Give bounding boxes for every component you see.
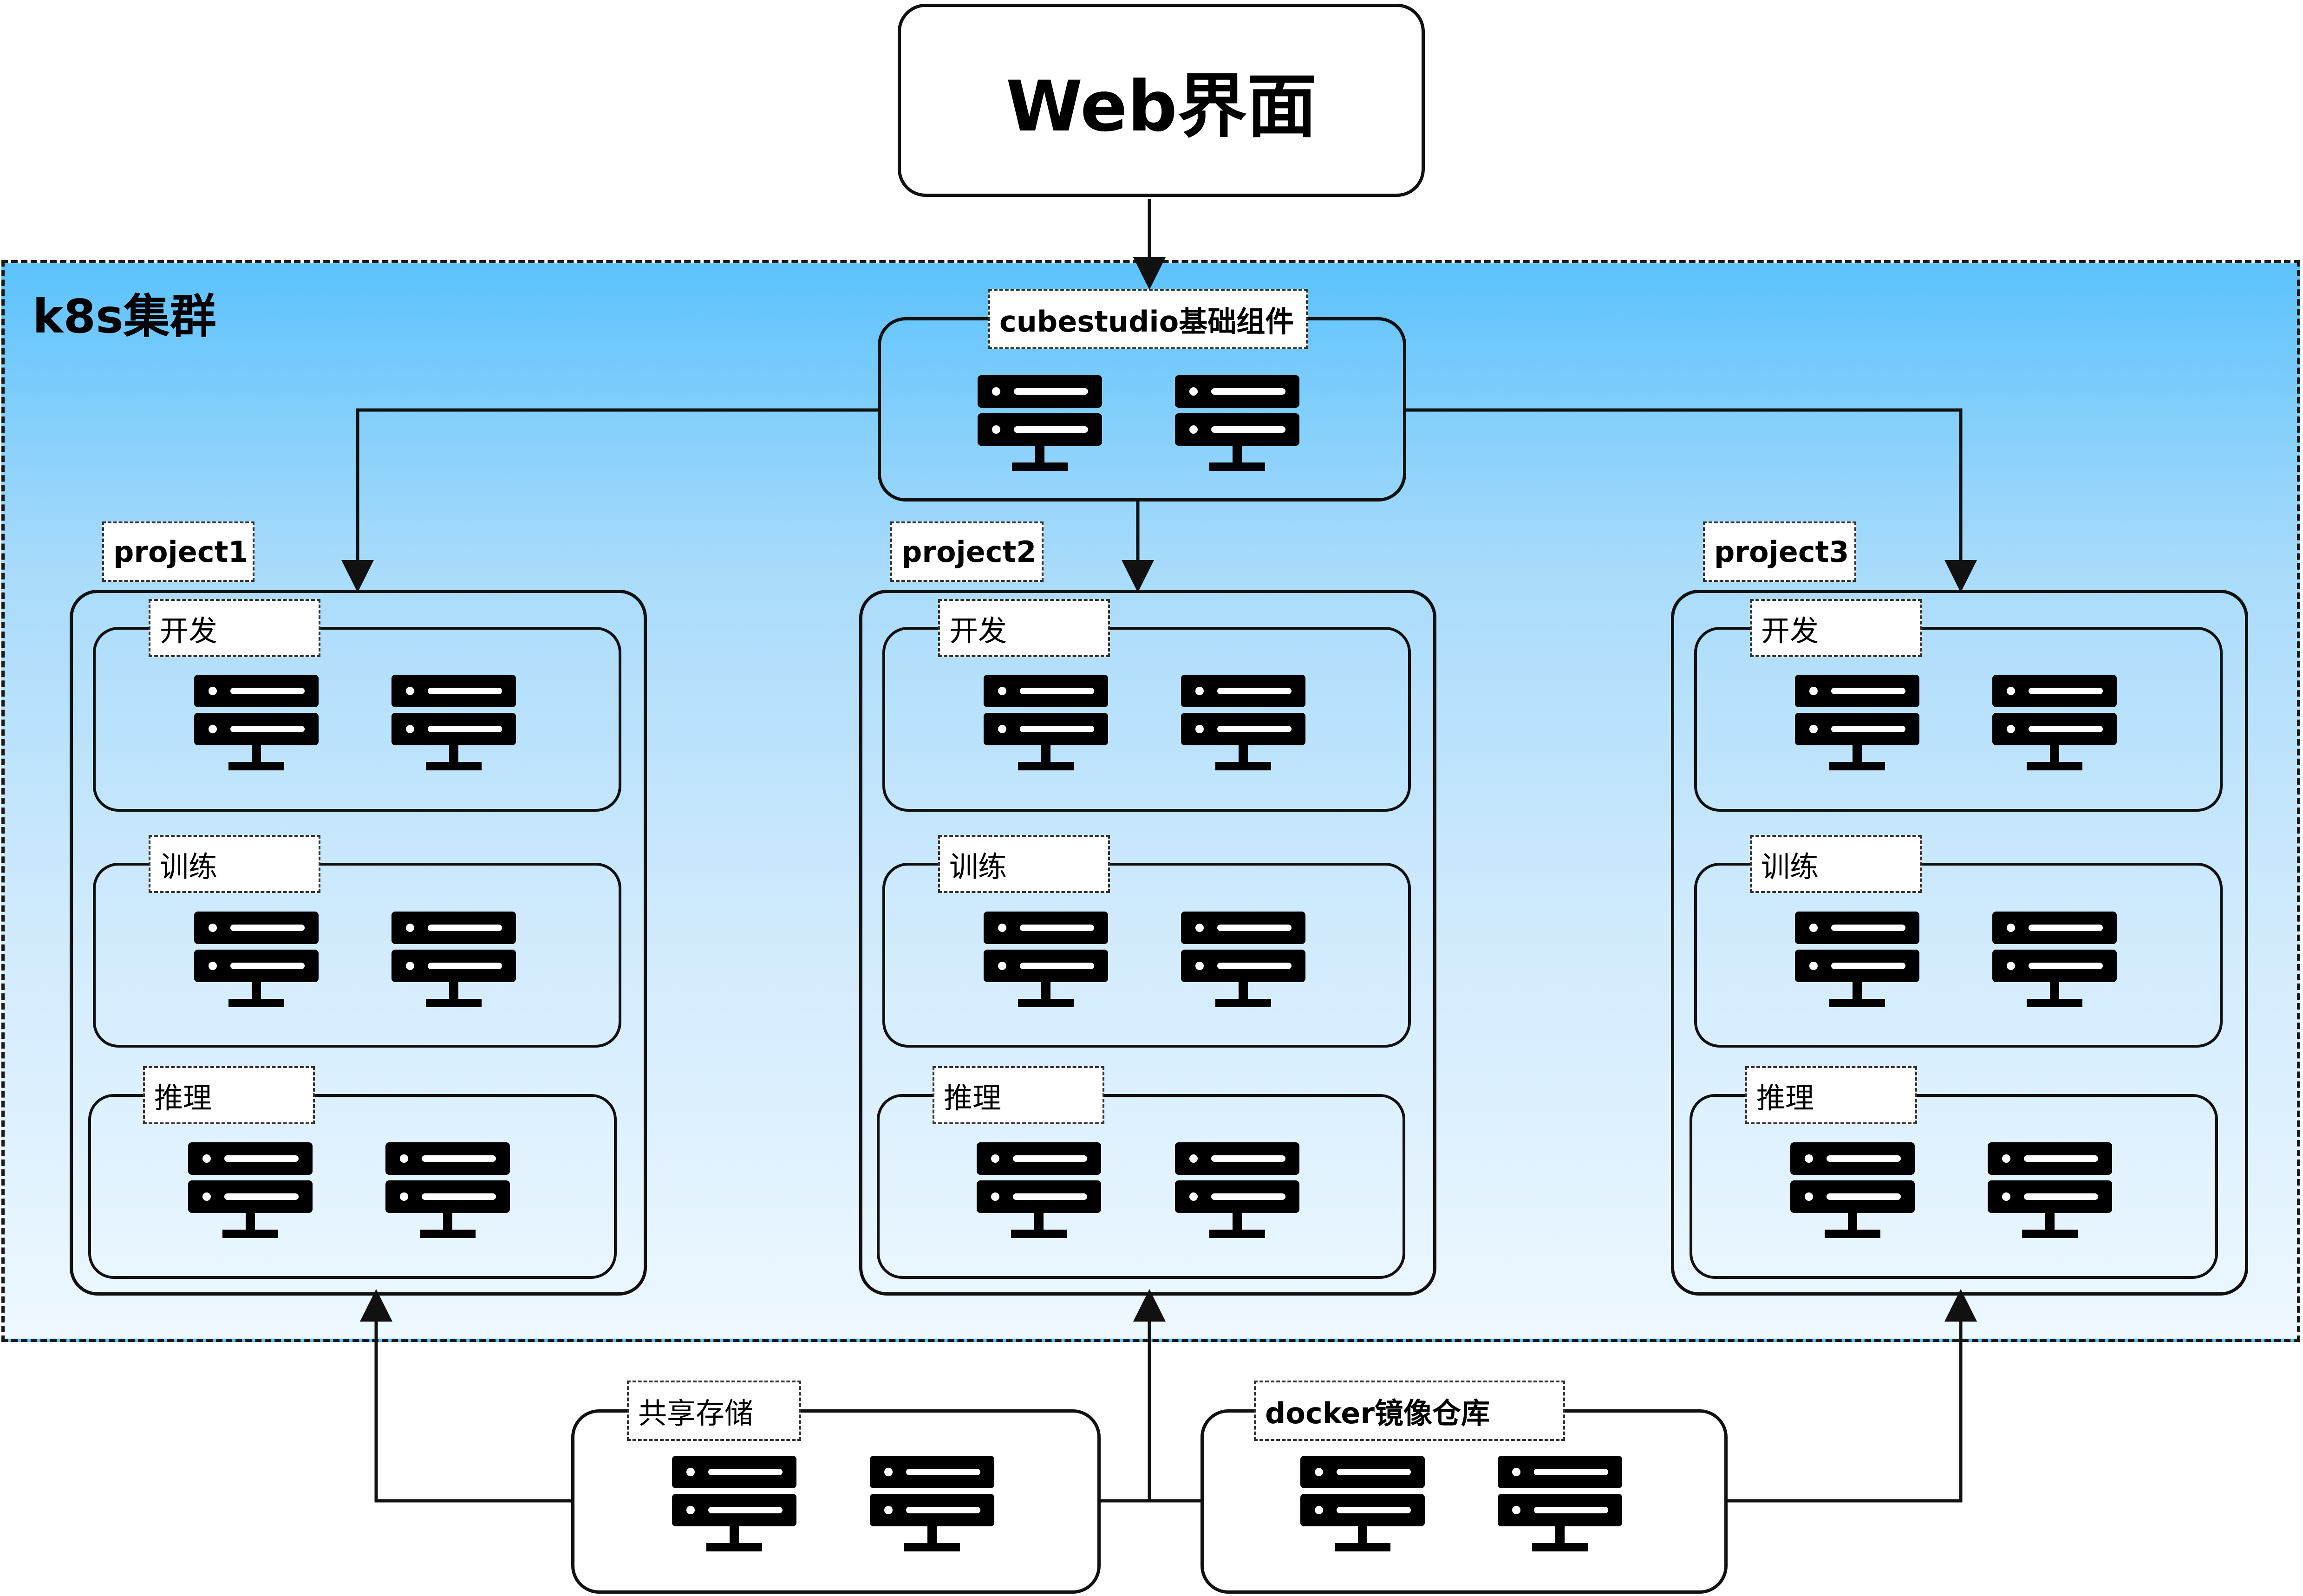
server-icon (1790, 1142, 1915, 1240)
group-dev-label: 开发 (938, 599, 1110, 657)
group-infer-label: 推理 (143, 1066, 315, 1124)
cluster-title: k8s集群 (33, 289, 216, 344)
arrow-core-to-project1 (341, 408, 878, 593)
project3-box (1671, 590, 2248, 1296)
group-dev-box (93, 627, 621, 812)
web-interface-title: Web界面 (1005, 66, 1317, 147)
server-icon (194, 675, 319, 772)
group-train-box (882, 863, 1411, 1048)
server-icon (385, 1142, 510, 1240)
group-infer-label: 推理 (1745, 1066, 1917, 1124)
shared-storage-label: 共享存储 (627, 1381, 801, 1441)
server-icon (978, 375, 1102, 473)
project3-label: project3 (1703, 521, 1856, 582)
project2-box (859, 590, 1436, 1296)
server-icon (984, 912, 1108, 1009)
server-icon (1795, 675, 1919, 772)
server-icon (1992, 912, 2117, 1009)
group-infer-label: 推理 (933, 1066, 1104, 1124)
project2-label: project2 (890, 521, 1044, 582)
server-icon (188, 1142, 313, 1240)
server-icon (1175, 1142, 1299, 1240)
group-train-box (1694, 863, 2223, 1048)
server-icon (391, 912, 516, 1009)
arrow-core-to-project3 (1406, 408, 1977, 593)
server-icon (1992, 675, 2117, 772)
server-icon (1181, 675, 1305, 772)
server-icon (194, 912, 319, 1009)
group-dev-label: 开发 (149, 599, 320, 657)
group-train-box (93, 863, 621, 1048)
server-icon (391, 675, 516, 772)
server-icon (1498, 1456, 1622, 1553)
group-dev-label: 开发 (1750, 599, 1922, 657)
group-infer-box (877, 1094, 1405, 1279)
arrow-registry-to-project3 (1728, 1289, 1977, 1503)
group-dev-box (1694, 627, 2223, 812)
server-icon (984, 675, 1108, 772)
server-icon (672, 1456, 796, 1553)
group-train-label: 训练 (1750, 835, 1922, 893)
arrow-storage-to-project1 (360, 1289, 571, 1503)
server-icon (977, 1142, 1101, 1240)
server-icon (1175, 375, 1299, 473)
server-icon (1181, 912, 1305, 1009)
server-icon (1988, 1142, 2112, 1240)
project1-label: project1 (102, 521, 254, 582)
web-interface-box: Web界面 (898, 4, 1425, 197)
docker-registry-label: docker镜像仓库 (1254, 1381, 1565, 1441)
project1-box (70, 590, 647, 1296)
group-train-label: 训练 (938, 835, 1110, 893)
group-infer-box (1690, 1094, 2218, 1279)
core-components-label: cubestudio基础组件 (988, 289, 1308, 349)
group-train-label: 训练 (149, 835, 320, 893)
server-icon (870, 1456, 994, 1553)
group-infer-box (88, 1094, 617, 1279)
group-dev-box (882, 627, 1411, 812)
k8s-cluster (1, 260, 2300, 1342)
server-icon (1300, 1456, 1425, 1553)
server-icon (1795, 912, 1919, 1009)
